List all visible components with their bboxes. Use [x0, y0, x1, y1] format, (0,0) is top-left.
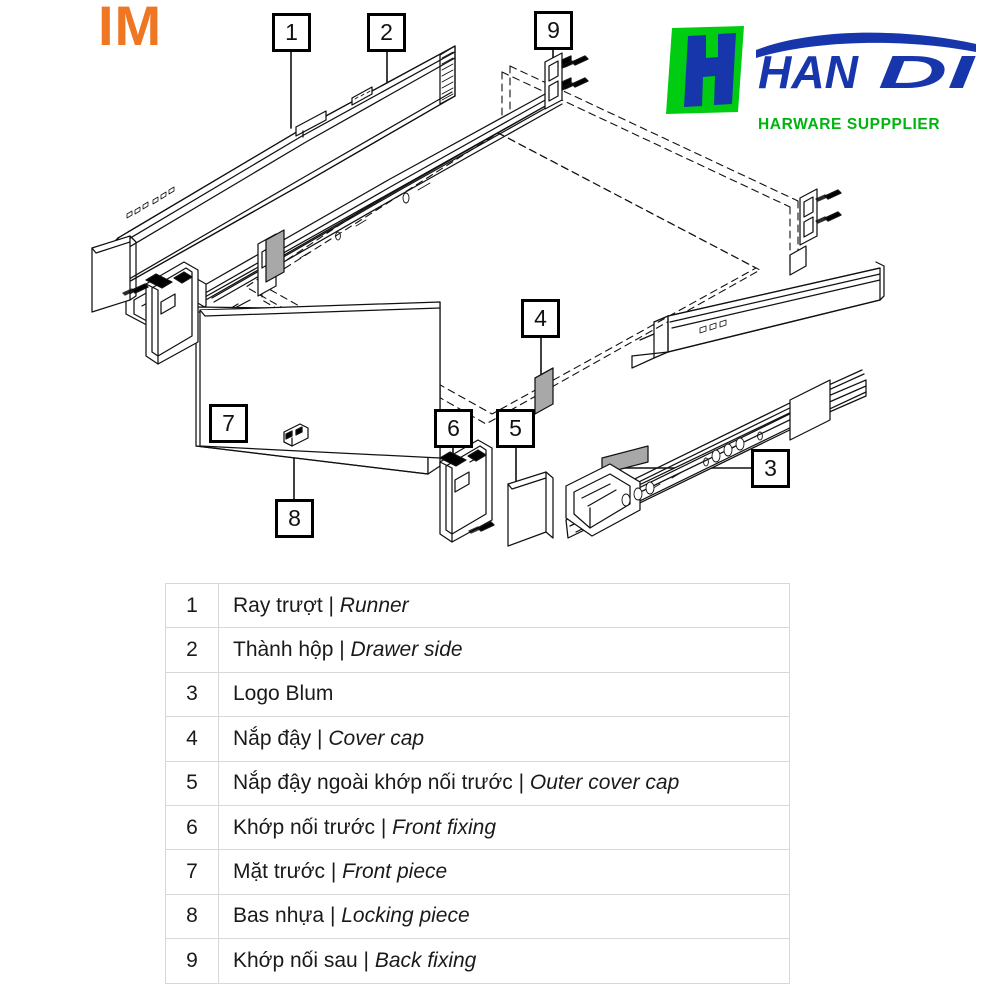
part-label: Khớp nối sau | Back fixing [218, 938, 790, 984]
part-index: 8 [165, 893, 219, 940]
part-label: Ray trượt | Runner [218, 582, 790, 629]
part-label-vi: Khớp nối sau [233, 948, 358, 972]
callout-3[interactable]: 3 [751, 449, 790, 488]
part-7-front-piece-iso [199, 301, 441, 459]
callout-4[interactable]: 4 [521, 299, 560, 338]
part-label: Khớp nối trước | Front fixing [218, 804, 790, 851]
table-row: 3 Logo Blum [165, 671, 790, 718]
part-label-en: Locking piece [341, 904, 470, 928]
part-label-en: Back fixing [374, 948, 477, 972]
part-4-cover-cap [534, 367, 554, 415]
callout-1[interactable]: 1 [272, 13, 311, 52]
part-label-vi: Khớp nối trước [233, 815, 375, 839]
part-label-separator: | [325, 860, 343, 884]
part-label: Logo Blum [218, 671, 790, 718]
part-index: 4 [165, 716, 219, 762]
cover-cap-secondary [265, 229, 285, 283]
part-index: 3 [165, 671, 219, 718]
part-label-vi: Mặt trước [233, 860, 325, 884]
part-label-separator: | [357, 948, 375, 972]
part-label-separator: | [324, 904, 342, 928]
part-label-en: Front piece [342, 860, 448, 884]
part-index: 7 [165, 849, 219, 895]
left-end-cap [91, 235, 137, 313]
part-index: 1 [165, 582, 219, 629]
part-8-locking-piece [283, 423, 309, 447]
part-label-separator: | [311, 726, 329, 750]
part-label: Nắp đậy ngoài khớp nối trước | Outer cov… [218, 760, 790, 806]
callout-9[interactable]: 9 [534, 11, 573, 50]
callout-6[interactable]: 6 [434, 409, 473, 448]
part-label-vi: Bas nhựa [233, 904, 325, 928]
brand-logo: HAN DI HARWARE SUPPPLIER [658, 24, 978, 133]
part-label-vi: Nắp đậy [233, 726, 312, 750]
handi-wordmark: HAN DI [756, 32, 977, 92]
callout-2[interactable]: 2 [367, 13, 406, 52]
handi-monogram-icon [666, 26, 744, 114]
callout-5[interactable]: 5 [496, 409, 535, 448]
part-label-separator: | [333, 638, 351, 662]
part-label-separator: | [512, 771, 530, 795]
part-label: Bas nhựa | Locking piece [218, 893, 790, 940]
left-front-fixing [122, 261, 199, 365]
part-label-vi: Thành hộp [233, 638, 334, 662]
part-label-en: Runner [339, 593, 409, 617]
part-index: 2 [165, 627, 219, 673]
part-index: 6 [165, 804, 219, 851]
part-6-front-fixing [439, 439, 495, 543]
part-9-back-fixing [544, 52, 842, 276]
brand-tagline: HARWARE SUPPPLIER [758, 116, 941, 133]
part-2-drawer-side-right [631, 261, 885, 369]
part-label-vi: Nắp đậy ngoài khớp nối trước [233, 771, 513, 795]
part-label-separator: | [375, 815, 393, 839]
callout-8[interactable]: 8 [275, 499, 314, 538]
part-label: Nắp đậy | Cover cap [218, 716, 790, 762]
part-label-separator: | [322, 593, 340, 617]
part-label-en: Front fixing [392, 815, 496, 839]
part-index: 9 [165, 938, 219, 984]
part-label: Thành hộp | Drawer side [218, 627, 790, 673]
part-label-en: Cover cap [328, 726, 425, 750]
watermark-im: IM [98, 0, 163, 57]
part-label-en: Drawer side [350, 638, 463, 662]
part-index: 5 [165, 760, 219, 806]
part-label-en: Outer cover cap [529, 771, 680, 795]
part-label-vi: Ray trượt [233, 593, 323, 617]
part-5-outer-cover-cap [507, 471, 554, 547]
part-label-vi: Logo Blum [233, 682, 334, 706]
part-label: Mặt trước | Front piece [218, 849, 790, 895]
svg-text:HAN: HAN [758, 46, 859, 92]
callout-7[interactable]: 7 [209, 404, 248, 443]
exploded-assembly-diagram [91, 45, 885, 547]
side-embossed-text [126, 186, 175, 219]
svg-text:DI: DI [878, 46, 977, 92]
part-1-runner-right [565, 369, 867, 539]
